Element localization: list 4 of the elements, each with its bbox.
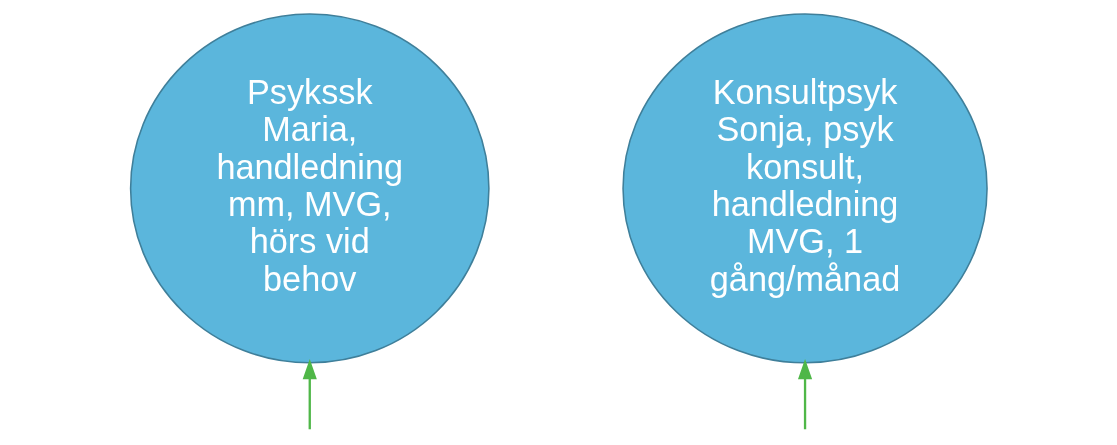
node-circle: Psykssk Maria, handledning mm, MVG, hörs vid behov	[129, 13, 490, 364]
arrow	[797, 359, 813, 430]
arrow	[302, 359, 317, 430]
node-circle: Konsultpsyk Sonja, psyk konsult, handledning MVG, 1 gång/månad	[622, 13, 988, 364]
